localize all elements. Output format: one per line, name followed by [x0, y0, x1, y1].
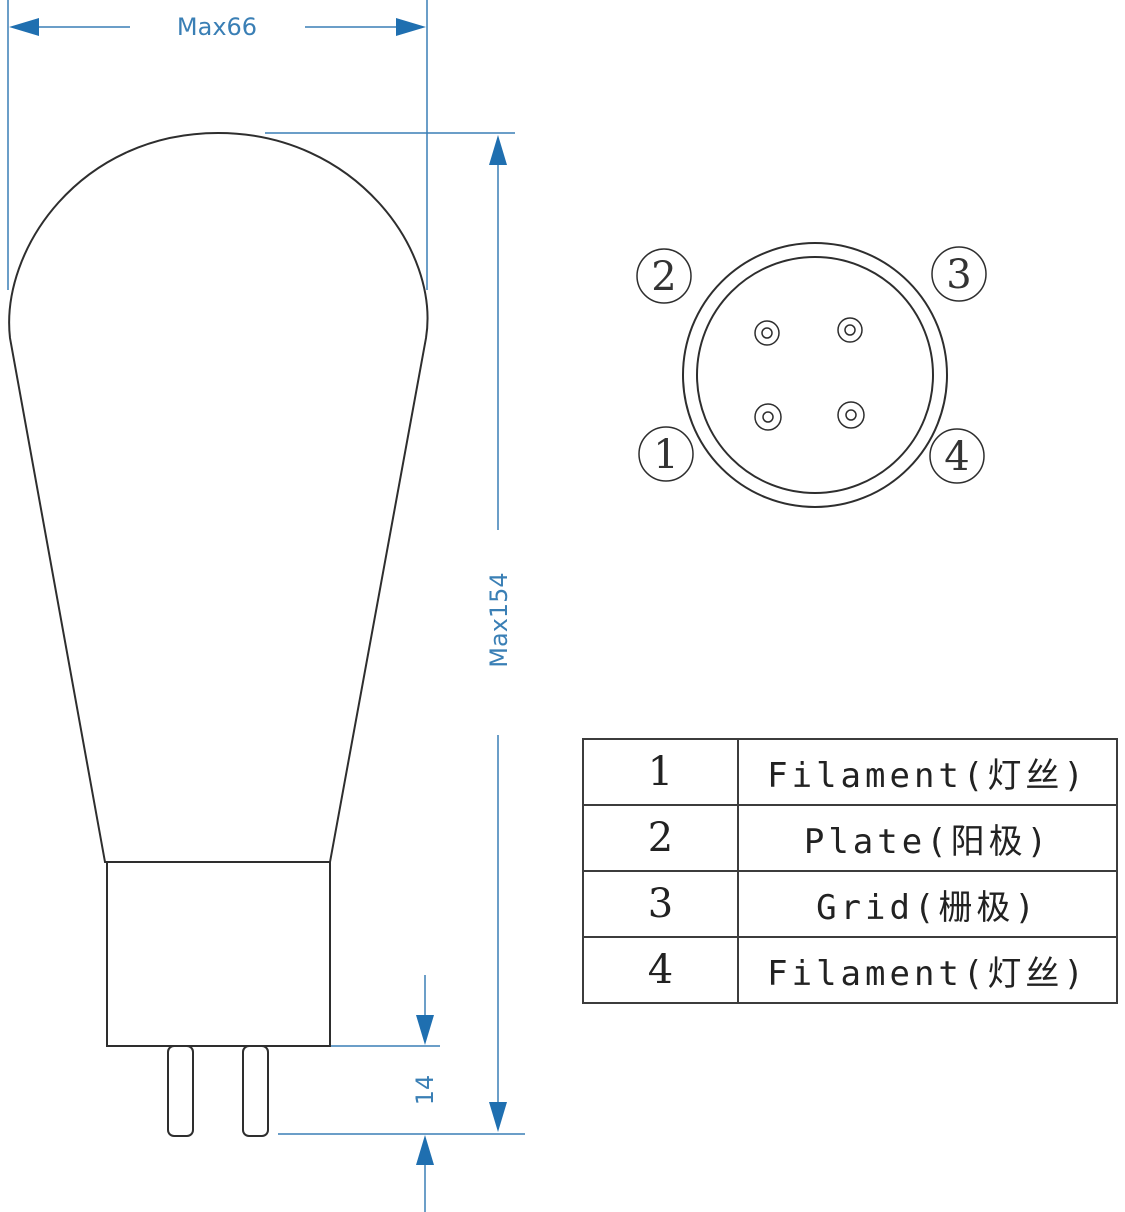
arrow-up-icon: [489, 135, 507, 165]
arrow-left-icon: [9, 18, 39, 36]
tube-pin: [167, 1045, 194, 1137]
arrow-down-icon: [489, 1102, 507, 1132]
pin-label-2: 2: [651, 254, 676, 300]
table-row: 1 Filament(灯丝): [582, 738, 1118, 806]
pin-label-circle: [636, 248, 692, 304]
width-label: Max66: [177, 13, 257, 41]
pin-function-table: 1 Filament(灯丝) 2 Plate(阳极) 3 Grid(栅极) 4 …: [582, 738, 1118, 1004]
table-row: 4 Filament(灯丝): [582, 936, 1118, 1004]
socket-pin-hole: [837, 317, 863, 343]
pin-function-cell: Filament(灯丝): [737, 738, 1118, 806]
base-pin-view: 2 3 1 4: [636, 242, 987, 508]
socket-pin-hole: [837, 401, 865, 429]
table-row: 3 Grid(栅极): [582, 870, 1118, 938]
height-label: Max154: [485, 572, 513, 667]
pin-label-circle: [638, 426, 694, 482]
width-dimension: Max66: [7, 0, 428, 290]
pin-label-circle: [931, 246, 987, 302]
pin-function-cell: Plate(阳极): [737, 804, 1118, 872]
arrow-right-icon: [396, 18, 426, 36]
pin-number-cell: 2: [582, 804, 739, 872]
socket-pin-hole: [754, 320, 780, 346]
tube-pin: [242, 1045, 269, 1137]
arrow-up-icon: [416, 1135, 434, 1165]
height-dimension: Max154: [265, 132, 525, 1135]
pin-number-cell: 4: [582, 936, 739, 1004]
socket-outer-ring: [682, 242, 948, 508]
tube-bulb: [8, 131, 429, 863]
tube-base: [106, 861, 331, 1047]
pin-label-1: 1: [653, 432, 678, 478]
socket-inner-ring: [696, 256, 934, 494]
pin-length-label: 14: [411, 1075, 439, 1106]
pin-function-cell: Filament(灯丝): [737, 936, 1118, 1004]
pin-label-circle: [929, 428, 985, 484]
arrow-down-icon: [416, 1015, 434, 1045]
socket-pin-hole: [754, 403, 782, 431]
table-row: 2 Plate(阳极): [582, 804, 1118, 872]
pin-number-cell: 3: [582, 870, 739, 938]
pin-label-3: 3: [946, 252, 971, 298]
pin-number-cell: 1: [582, 738, 739, 806]
pin-function-cell: Grid(栅极): [737, 870, 1118, 938]
pin-length-dimension: 14: [320, 975, 440, 1212]
pin-label-4: 4: [944, 434, 969, 480]
